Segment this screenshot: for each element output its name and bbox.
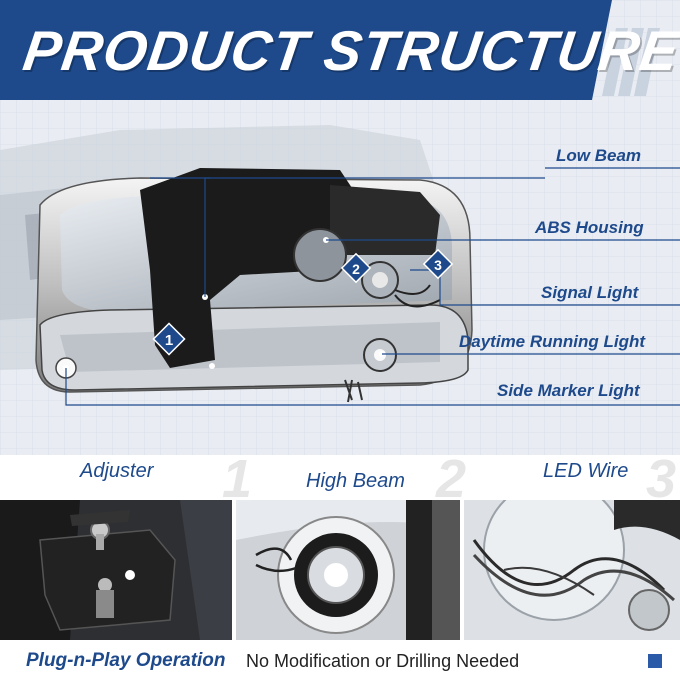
callout-signal-light: Signal Light <box>541 283 639 302</box>
detail-number-3: 3 <box>646 449 677 509</box>
headlight-scene: 1 2 3 <box>0 0 680 455</box>
detail-image-high-beam <box>236 500 460 640</box>
marker-2-label: 2 <box>352 261 360 277</box>
footer <box>0 640 680 680</box>
callout-side-marker-light: Side Marker Light <box>497 381 640 400</box>
marker-2 <box>340 252 372 284</box>
marker-3 <box>422 248 454 280</box>
footer-note: No Modification or Drilling Needed <box>246 651 520 671</box>
detail-caption-row <box>0 455 680 500</box>
marker-1 <box>152 322 186 356</box>
callout-lines <box>65 167 680 406</box>
detail-label-high-beam: High Beam <box>306 470 405 492</box>
detail-number-2: 2 <box>436 449 467 509</box>
detail-number-1: 1 <box>222 449 253 509</box>
callout-abs-housing: ABS Housing <box>535 218 644 237</box>
footer-feature: Plug-n-Play Operation <box>26 650 226 671</box>
callout-low-beam: Low Beam <box>556 146 642 165</box>
detail-image-led-wire <box>464 500 680 640</box>
headlight-assembly <box>35 168 473 403</box>
title-banner <box>0 0 600 100</box>
footer-square-icon <box>648 654 662 668</box>
marker-1-label: 1 <box>165 332 173 349</box>
marker-3-label: 3 <box>434 257 442 273</box>
detail-label-led-wire: LED Wire <box>543 460 629 482</box>
detail-label-adjuster: Adjuster <box>80 460 154 482</box>
callout-daytime-running-light: Daytime Running Light <box>459 332 646 351</box>
detail-image-adjuster <box>0 500 232 640</box>
page-title: PRODUCT STRUCTURE <box>19 19 680 82</box>
